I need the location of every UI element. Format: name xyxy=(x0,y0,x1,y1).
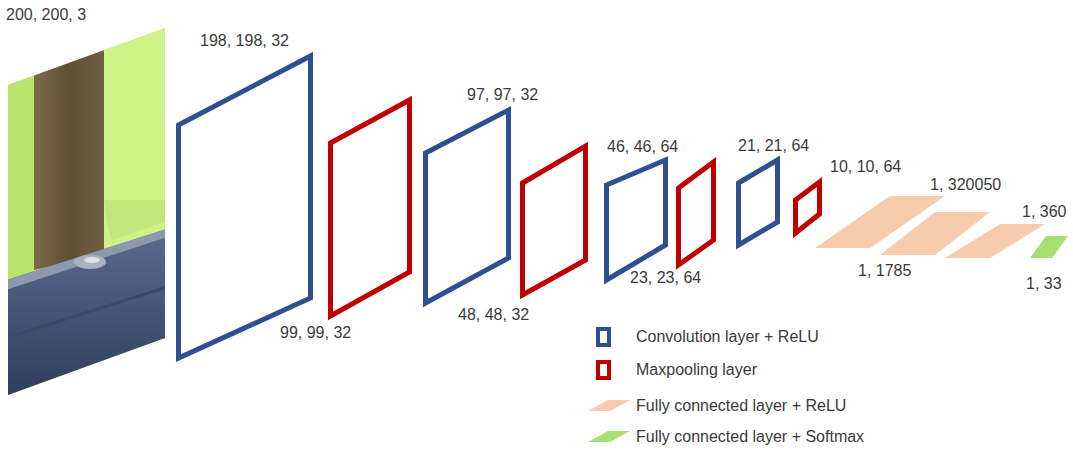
maxpool-layer-outline xyxy=(328,100,412,316)
maxpool-layer-shape xyxy=(796,182,820,233)
maxpool-layer-outline xyxy=(520,146,588,295)
dimension-label: 48, 48, 32 xyxy=(458,306,529,324)
maxpool-layer-shape xyxy=(331,100,410,316)
legend-entry: Convolution layer + ReLU xyxy=(588,327,1028,347)
legend-swatch xyxy=(588,360,632,380)
legend-swatch xyxy=(588,327,632,347)
legend-swatch-shape xyxy=(598,329,609,345)
input-image-frame: 200, 200, 3 xyxy=(8,28,165,395)
dimension-label: 99, 99, 32 xyxy=(280,324,351,342)
maxpool-layer: 99, 99, 32 xyxy=(328,100,412,316)
maxpool-layer: 48, 48, 32 xyxy=(520,146,588,295)
conv-layer-outline xyxy=(604,160,668,280)
legend-swatch-shape xyxy=(588,400,630,411)
dimension-label: 23, 23, 64 xyxy=(630,269,701,287)
conv-layer: 21, 21, 64 xyxy=(736,160,780,245)
maxpool-layer-shape xyxy=(679,162,714,265)
dimension-label: 21, 21, 64 xyxy=(738,137,809,155)
legend-text: Maxpooling layer xyxy=(636,360,757,380)
dimension-label: 97, 97, 32 xyxy=(467,86,538,104)
legend-entry: Maxpooling layer xyxy=(588,360,1028,380)
legend-text: Convolution layer + ReLU xyxy=(636,327,819,347)
conv-layer-shape xyxy=(426,110,509,303)
dimension-label: 1, 33 xyxy=(1026,275,1062,293)
dimension-label: 200, 200, 3 xyxy=(6,6,86,24)
fc-layer-outline xyxy=(945,224,1045,258)
legend-swatch-shape xyxy=(598,362,609,378)
maxpool-layer-outline xyxy=(793,182,822,233)
maxpool-layer-shape xyxy=(523,146,586,295)
maxpool-layer-outline xyxy=(676,162,716,265)
maxpool-layer: 23, 23, 64 xyxy=(676,162,716,265)
conv-layer-outline xyxy=(736,160,780,245)
softmax-layer: 1, 33 xyxy=(1030,236,1068,258)
conv-layer-shape xyxy=(607,160,666,280)
dimension-label: 1, 320050 xyxy=(930,176,1001,194)
conv-layer: 46, 46, 64 xyxy=(604,160,668,280)
fc-layer-shape xyxy=(945,224,1045,258)
legend-text: Fully connected layer + Softmax xyxy=(636,427,864,447)
conv-layer-shape xyxy=(179,56,311,358)
dimension-label: 46, 46, 64 xyxy=(607,138,678,156)
conv-layer-shape xyxy=(739,160,778,245)
legend-text: Fully connected layer + ReLU xyxy=(636,396,846,416)
legend-entry: Fully connected layer + ReLU xyxy=(588,396,1028,416)
fc-layer: 1, 360 xyxy=(945,224,1045,258)
dimension-label: 1, 360 xyxy=(1022,203,1066,221)
legend-swatch-shape xyxy=(588,431,630,442)
conv-layer-outline xyxy=(176,56,313,358)
dimension-label: 10, 10, 64 xyxy=(830,158,901,176)
dimension-label: 1, 1785 xyxy=(858,262,911,280)
dimension-label: 198, 198, 32 xyxy=(200,32,289,50)
conv-layer-outline xyxy=(423,110,511,303)
conv-layer: 97, 97, 32 xyxy=(423,110,511,303)
softmax-layer-outline xyxy=(1030,236,1068,258)
softmax-layer-shape xyxy=(1030,236,1068,258)
legend-entry: Fully connected layer + Softmax xyxy=(588,427,1028,447)
maxpool-layer: 10, 10, 64 xyxy=(793,182,822,233)
legend-swatch xyxy=(588,396,632,416)
photo-content xyxy=(0,0,170,400)
legend-swatch xyxy=(588,427,632,447)
conv-layer: 198, 198, 32 xyxy=(176,56,313,358)
